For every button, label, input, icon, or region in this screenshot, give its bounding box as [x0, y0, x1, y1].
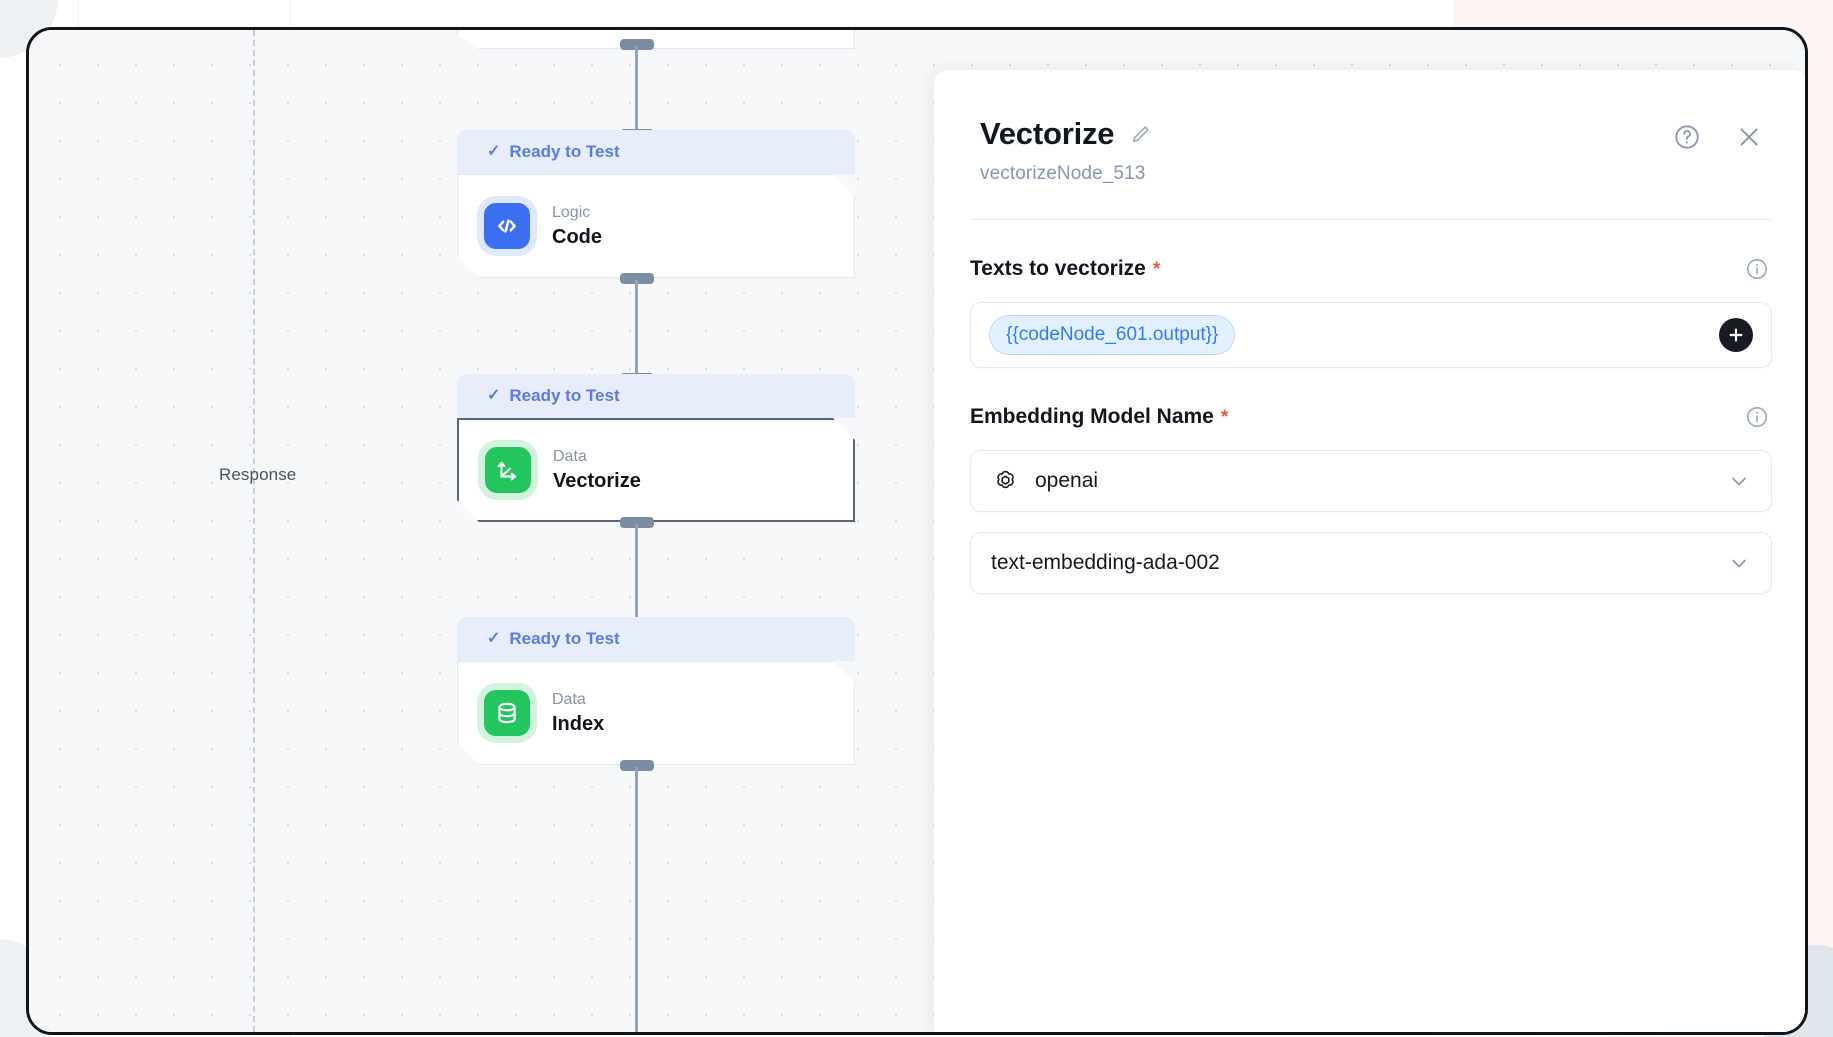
chevron-down-icon[interactable] — [1727, 469, 1751, 493]
texts-field-header: Texts to vectorize * — [970, 254, 1772, 284]
node-status-badge: ✓ Ready to Test — [457, 130, 855, 174]
node-category-label: Logic — [552, 204, 591, 222]
provider-value: openai — [1035, 469, 1099, 492]
canvas-alignment-guide — [253, 30, 255, 1032]
node-status-label: Ready to Test — [509, 629, 620, 648]
app-viewport-frame: Response ✓ Ready to Test — [26, 27, 1808, 1035]
plus-icon[interactable] — [1719, 318, 1753, 352]
edge-handle[interactable] — [620, 517, 654, 528]
edge-connector — [635, 46, 638, 146]
provider-select[interactable]: openai — [970, 450, 1772, 512]
node-partial-above[interactable] — [457, 29, 855, 49]
check-icon: ✓ — [487, 630, 501, 647]
node-id-label: vectorizeNode_513 — [980, 163, 1146, 184]
required-marker: * — [1220, 406, 1229, 428]
edge-handle[interactable] — [620, 760, 654, 771]
panel-title-row: Vectorize — [980, 116, 1762, 152]
node-body[interactable]: Logic Code — [457, 174, 855, 278]
node-status-badge: ✓ Ready to Test — [457, 374, 855, 418]
panel-body: Texts to vectorize * {{codeNode_601.outp… — [934, 220, 1805, 594]
workflow-node-code[interactable]: ✓ Ready to Test Logic Code — [457, 130, 855, 278]
embedding-model-label: Embedding Model Name * — [970, 405, 1229, 428]
edge-connector — [635, 767, 638, 1032]
variable-chip[interactable]: {{codeNode_601.output}} — [989, 315, 1236, 355]
node-settings-panel: Vectorize vectorizeNode_513 — [934, 70, 1805, 1032]
edge-handle[interactable] — [620, 273, 654, 284]
check-icon: ✓ — [487, 387, 501, 404]
texts-field-label: Texts to vectorize * — [970, 257, 1161, 280]
model-value: text-embedding-ada-002 — [991, 551, 1220, 574]
edge-connector — [635, 524, 638, 624]
node-status-badge: ✓ Ready to Test — [457, 617, 855, 661]
help-circle-icon[interactable] — [1672, 122, 1702, 152]
chevron-down-icon[interactable] — [1727, 551, 1751, 575]
edge-handle[interactable] — [620, 39, 654, 50]
response-label: Response — [219, 465, 297, 484]
panel-action-buttons — [1672, 122, 1764, 152]
node-title-label: Code — [552, 225, 602, 248]
panel-divider — [970, 219, 1772, 220]
openai-logo-icon — [991, 467, 1019, 495]
edge-connector — [635, 280, 638, 380]
info-icon[interactable] — [1742, 254, 1772, 284]
node-category-label: Data — [552, 691, 586, 709]
node-title-label: Index — [552, 712, 605, 735]
node-body[interactable]: Data Index — [457, 661, 855, 765]
node-category-label: Data — [553, 448, 587, 466]
embedding-model-header: Embedding Model Name * — [970, 402, 1772, 432]
node-status-label: Ready to Test — [509, 142, 620, 161]
panel-header: Vectorize vectorizeNode_513 — [934, 70, 1805, 185]
workflow-node-index[interactable]: ✓ Ready to Test Data Index — [457, 617, 855, 765]
node-status-label: Ready to Test — [509, 386, 620, 405]
pencil-icon[interactable] — [1128, 121, 1154, 147]
info-icon[interactable] — [1742, 402, 1772, 432]
code-brackets-icon — [484, 203, 530, 249]
model-select[interactable]: text-embedding-ada-002 — [970, 532, 1772, 594]
page-title: Vectorize — [980, 116, 1115, 151]
node-title-label: Vectorize — [553, 469, 641, 492]
close-icon[interactable] — [1734, 122, 1764, 152]
embedding-model-field: Embedding Model Name * — [970, 402, 1772, 594]
workflow-node-vectorize[interactable]: ✓ Ready to Test Data — [457, 374, 855, 522]
node-body[interactable]: Data Vectorize — [457, 418, 855, 522]
check-icon: ✓ — [487, 143, 501, 160]
vector-axes-icon — [485, 447, 531, 493]
texts-to-vectorize-input[interactable]: {{codeNode_601.output}} — [970, 302, 1772, 368]
database-icon — [484, 690, 530, 736]
required-marker: * — [1152, 258, 1161, 280]
